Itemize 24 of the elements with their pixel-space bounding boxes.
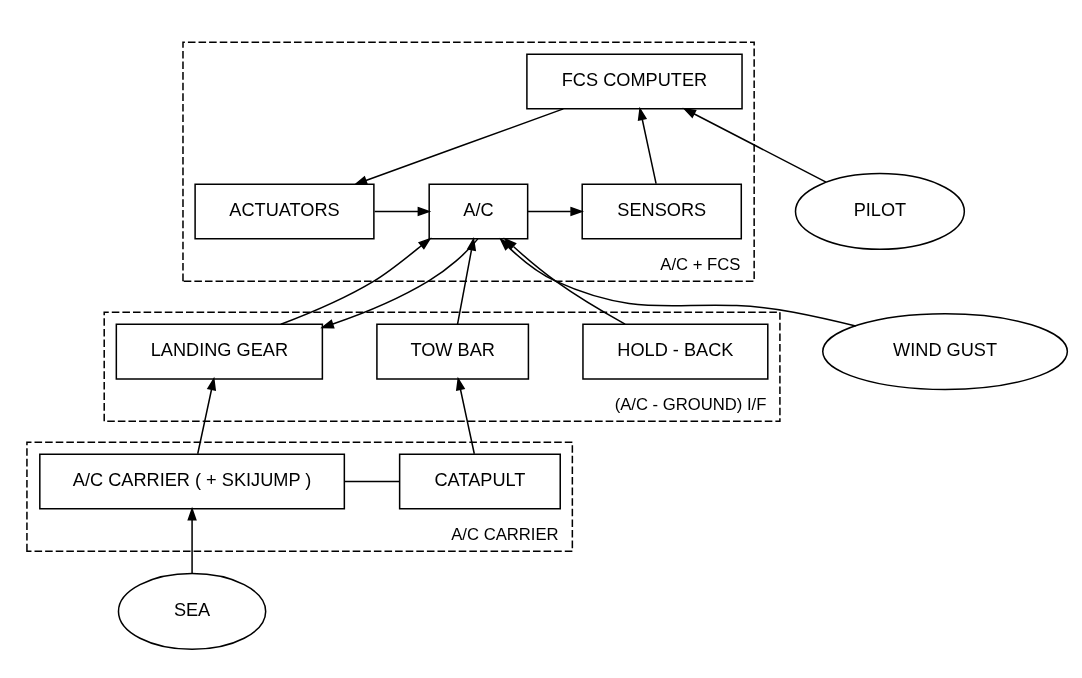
node-box: FCS COMPUTER [526,53,743,110]
arrow [503,236,626,325]
node-ellipse: SEA [117,572,267,650]
node-box: LANDING GEAR [115,323,324,380]
arrow [456,236,477,325]
arrow [527,206,584,216]
connector [343,480,401,482]
node-box: HOLD - BACK [582,323,769,380]
arrow [320,237,479,328]
node-box: SENSORS [581,182,743,239]
node-box: A/C CARRIER ( + SKIJUMP ) [39,453,346,510]
node-box: CATAPULT [398,453,561,510]
node-box: TOW BAR [376,323,530,380]
node-ellipse: WIND GUST [822,312,1069,390]
arrow [187,506,197,575]
node-box: ACTUATORS [194,182,375,239]
node-box: A/C [428,182,529,239]
node-ellipse: PILOT [794,172,966,250]
arrow [353,107,565,185]
arrow [682,107,827,183]
arrow [196,376,217,454]
arrow [455,376,476,454]
arrow [637,106,657,184]
arrow [373,206,432,216]
